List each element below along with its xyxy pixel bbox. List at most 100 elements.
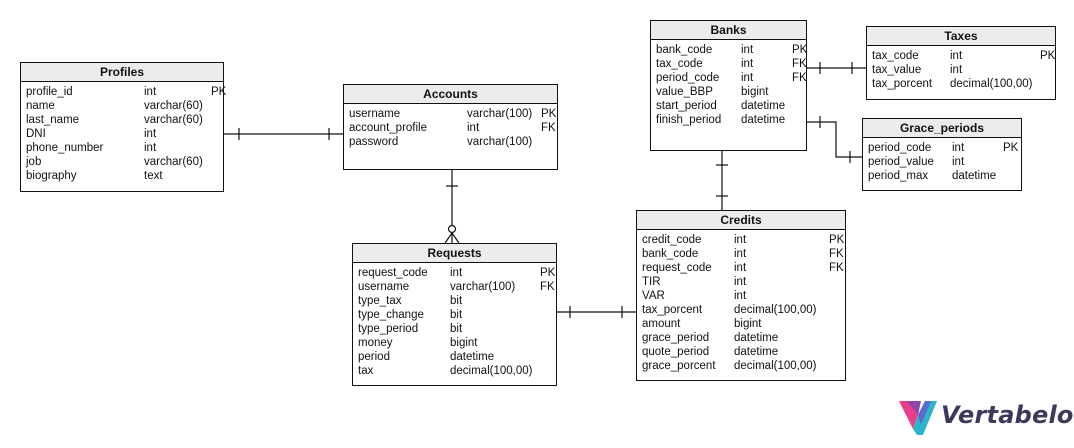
column-key: PK (1040, 50, 1056, 62)
column-name: tax (358, 365, 374, 377)
column-name: account_profile (349, 122, 427, 134)
entity-title: Credits (637, 211, 845, 230)
entity-title: Requests (353, 244, 556, 263)
column-key: FK (540, 281, 555, 293)
column-name: amount (642, 318, 681, 330)
column-name: last_name (26, 114, 80, 126)
vertabelo-logo: Vertabelo (897, 395, 1073, 439)
entity-title: Taxes (867, 27, 1055, 46)
column-type: bigint (734, 318, 762, 330)
column-name: period_value (868, 156, 934, 168)
column-name: bank_code (656, 44, 713, 56)
link-banks-grace-periods (806, 121, 862, 158)
column-name: credit_code (642, 234, 702, 246)
column-name: name (26, 100, 55, 112)
column-row: grace_period datetime (642, 331, 840, 345)
column-type: int (144, 142, 157, 154)
column-name: tax_porcent (872, 78, 933, 90)
column-name: grace_porcent (642, 360, 716, 372)
column-name: start_period (656, 100, 717, 112)
column-type: int (741, 58, 754, 70)
column-type: int (950, 50, 963, 62)
column-row: start_period datetime (656, 99, 801, 113)
column-name: period (358, 351, 390, 363)
column-name: request_code (358, 267, 428, 279)
column-type: int (952, 142, 965, 154)
column-type: varchar(60) (144, 114, 203, 126)
crow-optional (447, 224, 457, 234)
column-type: varchar(60) (144, 156, 203, 168)
column-type: int (467, 122, 480, 134)
column-key: FK (829, 248, 844, 260)
column-type: varchar(60) (144, 100, 203, 112)
column-key: PK (792, 44, 808, 56)
column-type: int (734, 276, 747, 288)
column-row: job varchar(60) (26, 155, 218, 169)
column-type: decimal(100,00) (734, 360, 817, 372)
column-type: int (734, 234, 747, 246)
column-row: amount bigint (642, 317, 840, 331)
column-row: tax_porcent decimal(100,00) (872, 77, 1050, 91)
column-name: job (26, 156, 42, 168)
column-type: int (741, 72, 754, 84)
column-type: datetime (734, 332, 779, 344)
column-name: DNI (26, 128, 46, 140)
column-type: text (144, 170, 163, 182)
column-type: decimal(100,00) (950, 78, 1033, 90)
column-name: tax_code (656, 58, 703, 70)
column-name: value_BBP (656, 86, 713, 98)
column-key: FK (792, 58, 807, 70)
column-name: finish_period (656, 114, 722, 126)
column-type: datetime (741, 100, 786, 112)
column-type: decimal(100,00) (734, 304, 817, 316)
vertabelo-logo-icon (899, 401, 937, 435)
column-row: type_period bit (358, 322, 551, 336)
column-row: name varchar(60) (26, 99, 218, 113)
column-name: type_period (358, 323, 419, 335)
column-name: period_max (868, 170, 929, 182)
column-name: type_tax (358, 295, 402, 307)
column-key: PK (540, 267, 556, 279)
column-type: int (734, 262, 747, 274)
entity-title: Grace_periods (863, 119, 1021, 138)
column-key: PK (211, 86, 227, 98)
column-type: varchar(100) (467, 136, 533, 148)
column-type: bit (450, 323, 463, 335)
column-type: int (734, 248, 747, 260)
column-name: tax_code (872, 50, 919, 62)
column-name: grace_period (642, 332, 710, 344)
vertabelo-logo-text: Vertabelo (941, 401, 1074, 429)
column-key: FK (829, 262, 844, 274)
column-row: tax_code int FK (656, 57, 807, 71)
